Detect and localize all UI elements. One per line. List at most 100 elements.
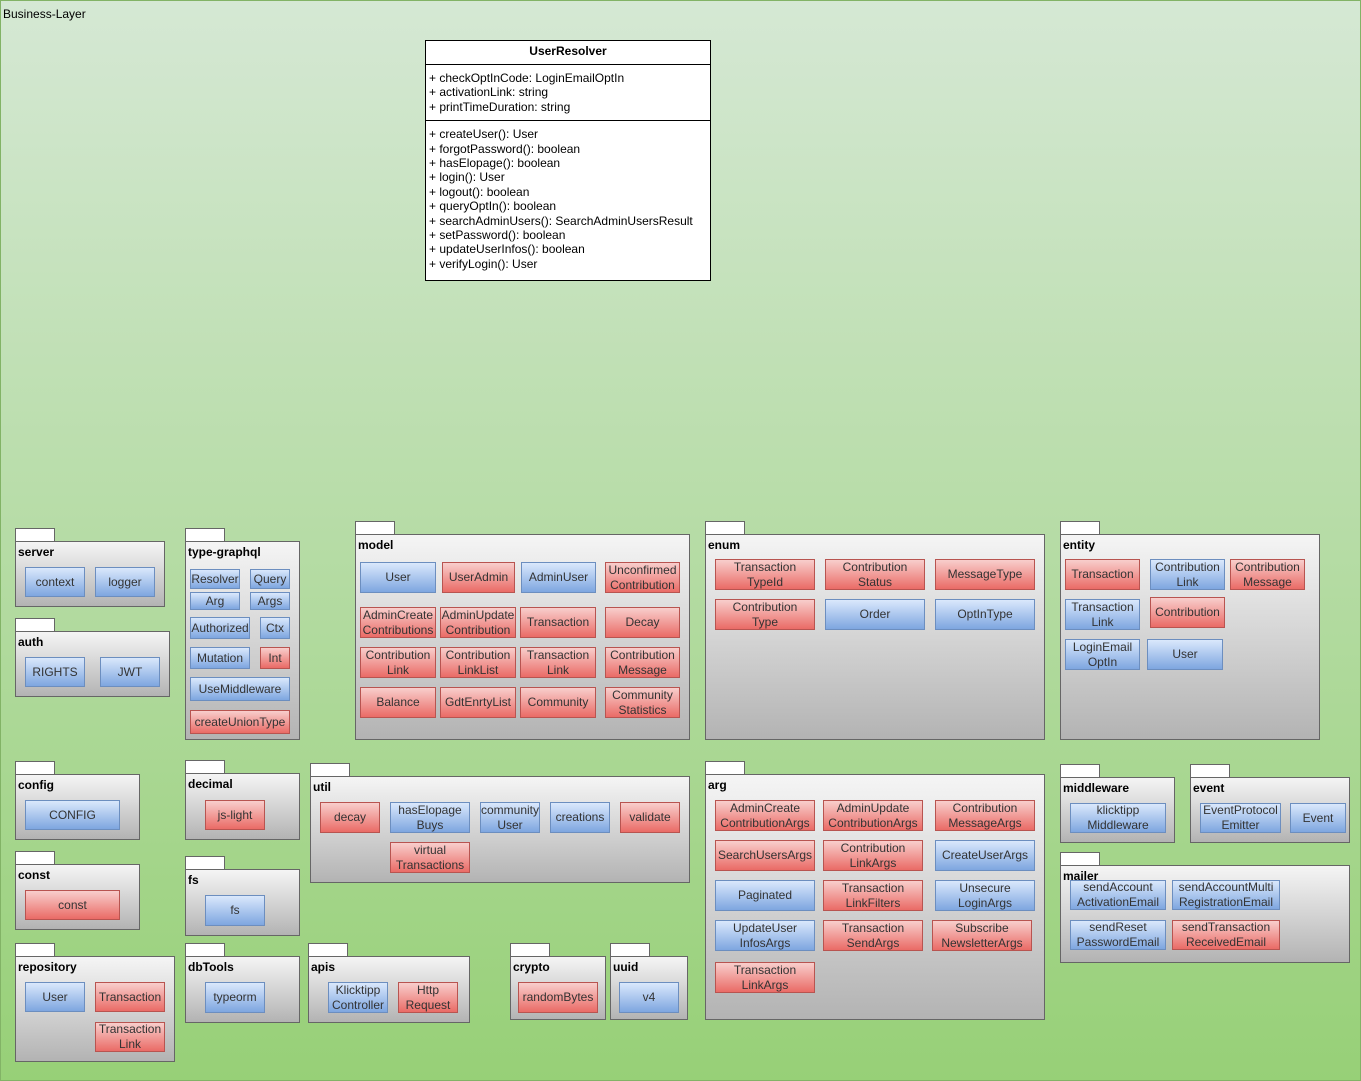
package-tab bbox=[185, 760, 225, 774]
module-user: User bbox=[360, 562, 436, 593]
module-transaction: Transaction bbox=[1065, 559, 1140, 590]
package-name: apis bbox=[311, 960, 336, 974]
module-mutation: Mutation bbox=[190, 647, 250, 669]
method: + hasElopage(): boolean bbox=[429, 156, 561, 171]
module-send-transaction-received-email: sendTransaction ReceivedEmail bbox=[1172, 920, 1280, 950]
package-tab bbox=[610, 943, 650, 957]
module-ctx: Ctx bbox=[260, 617, 290, 639]
module-decay: decay bbox=[320, 802, 380, 833]
package-name: uuid bbox=[613, 960, 639, 974]
module-resolver: Resolver bbox=[190, 569, 240, 589]
module-opt-in-type: OptInType bbox=[935, 599, 1035, 630]
module-balance: Balance bbox=[360, 687, 436, 718]
package-name: util bbox=[313, 780, 331, 794]
package-name: server bbox=[18, 545, 55, 559]
module-admin-update-contribution-args: AdminUpdate ContributionArgs bbox=[823, 800, 923, 831]
module-validate: validate bbox=[620, 802, 680, 833]
module-int: Int bbox=[260, 647, 290, 669]
package-name: auth bbox=[18, 635, 44, 649]
method: + logout(): boolean bbox=[429, 184, 530, 199]
package-tab bbox=[705, 761, 745, 775]
module-user-admin: UserAdmin bbox=[442, 562, 515, 593]
module-contribution-link-args: Contribution LinkArgs bbox=[823, 840, 923, 871]
package-name: entity bbox=[1063, 538, 1096, 552]
module-create-union-type: createUnionType bbox=[190, 710, 290, 734]
module-query: Query bbox=[250, 569, 290, 589]
package-tab bbox=[1060, 764, 1100, 778]
module-logger: logger bbox=[95, 567, 155, 597]
module-user: User bbox=[1147, 639, 1223, 670]
business-layer-title: Business-Layer bbox=[3, 7, 86, 21]
module-use-middleware: UseMiddleware bbox=[190, 677, 290, 701]
module-const: const bbox=[25, 890, 120, 920]
module-community-user: community User bbox=[480, 802, 540, 833]
module-http-request: Http Request bbox=[398, 982, 458, 1013]
module-send-account-activation-email: sendAccount ActivationEmail bbox=[1070, 880, 1166, 910]
module-subscribe-newsletter-args: Subscribe NewsletterArgs bbox=[932, 920, 1032, 951]
package-tab bbox=[1190, 764, 1230, 778]
module-contribution-message: Contribution Message bbox=[1230, 559, 1305, 590]
package-name: config bbox=[18, 778, 54, 792]
attribute: + activationLink: string bbox=[429, 85, 549, 100]
package-tab bbox=[15, 761, 55, 775]
module-admin-user: AdminUser bbox=[521, 562, 596, 593]
package-tab bbox=[15, 851, 55, 865]
package-tab bbox=[308, 943, 348, 957]
module-contribution: Contribution bbox=[1150, 597, 1225, 628]
package-name: decimal bbox=[188, 777, 233, 791]
package-name: model bbox=[358, 538, 394, 552]
module-event-protocol-emitter: EventProtocol Emitter bbox=[1200, 803, 1281, 833]
user-resolver-attributes: + checkOptInCode: LoginEmailOptIn + acti… bbox=[426, 65, 710, 120]
module-unsecure-login-args: Unsecure LoginArgs bbox=[935, 880, 1035, 911]
module-v4: v4 bbox=[619, 982, 679, 1013]
module-js-light: js-light bbox=[205, 800, 265, 830]
module-admin-update-contribution: AdminUpdate Contribution bbox=[440, 607, 516, 638]
module-order: Order bbox=[825, 599, 925, 630]
attribute: + checkOptInCode: LoginEmailOptIn bbox=[429, 71, 625, 85]
package-name: repository bbox=[18, 960, 77, 974]
module-event: Event bbox=[1290, 803, 1346, 833]
module-jwt: JWT bbox=[100, 657, 160, 687]
module-rights: RIGHTS bbox=[25, 657, 85, 687]
module-creations: creations bbox=[550, 802, 610, 833]
package-tab bbox=[310, 763, 350, 777]
module-community-statistics: Community Statistics bbox=[605, 687, 680, 718]
package-name: crypto bbox=[513, 960, 550, 974]
method: + forgotPassword(): boolean bbox=[429, 141, 581, 156]
package-name: fs bbox=[188, 873, 199, 887]
module-decay: Decay bbox=[605, 607, 680, 638]
module-transaction-link-filters: Transaction LinkFilters bbox=[823, 880, 923, 911]
package-tab bbox=[15, 618, 55, 632]
module-gdt-entry-list: GdtEnrtyList bbox=[440, 687, 516, 718]
package-name: arg bbox=[708, 778, 727, 792]
user-resolver-methods: + createUser(): User + forgotPassword():… bbox=[426, 120, 710, 277]
package-tab bbox=[15, 943, 55, 957]
package-name: const bbox=[18, 868, 51, 882]
module-create-user-args: CreateUserArgs bbox=[935, 840, 1035, 871]
package-tab bbox=[15, 528, 55, 542]
package-name: type-graphql bbox=[188, 545, 261, 559]
module-transaction-link: Transaction Link bbox=[520, 647, 596, 678]
package-name: mailer bbox=[1063, 869, 1099, 883]
module-search-users-args: SearchUsersArgs bbox=[715, 840, 815, 871]
module-transaction-link-args: Transaction LinkArgs bbox=[715, 962, 815, 993]
user-resolver-class: UserResolver + checkOptInCode: LoginEmai… bbox=[425, 40, 711, 281]
module-admin-create-contribution-args: AdminCreate ContributionArgs bbox=[715, 800, 815, 831]
method: + searchAdminUsers(): SearchAdminUsersRe… bbox=[429, 213, 693, 228]
module-arg: Arg bbox=[190, 592, 240, 610]
module-contribution-link: Contribution Link bbox=[360, 647, 436, 678]
package-name: dbTools bbox=[188, 960, 234, 974]
package-name: event bbox=[1193, 781, 1225, 795]
package-name: enum bbox=[708, 538, 741, 552]
package-tab bbox=[185, 528, 225, 542]
module-fs: fs bbox=[205, 895, 265, 926]
module-authorized: Authorized bbox=[190, 617, 250, 639]
module-virtual-transactions: virtual Transactions bbox=[390, 842, 470, 873]
module-random-bytes: randomBytes bbox=[518, 982, 598, 1013]
module-admin-create-contributions: AdminCreate Contributions bbox=[360, 607, 436, 638]
module-user: User bbox=[25, 982, 85, 1012]
module-transaction-type-id: Transaction TypeId bbox=[715, 559, 815, 590]
method: + createUser(): User bbox=[429, 127, 539, 142]
package-tab bbox=[1060, 521, 1100, 535]
module-transaction: Transaction bbox=[95, 982, 165, 1012]
